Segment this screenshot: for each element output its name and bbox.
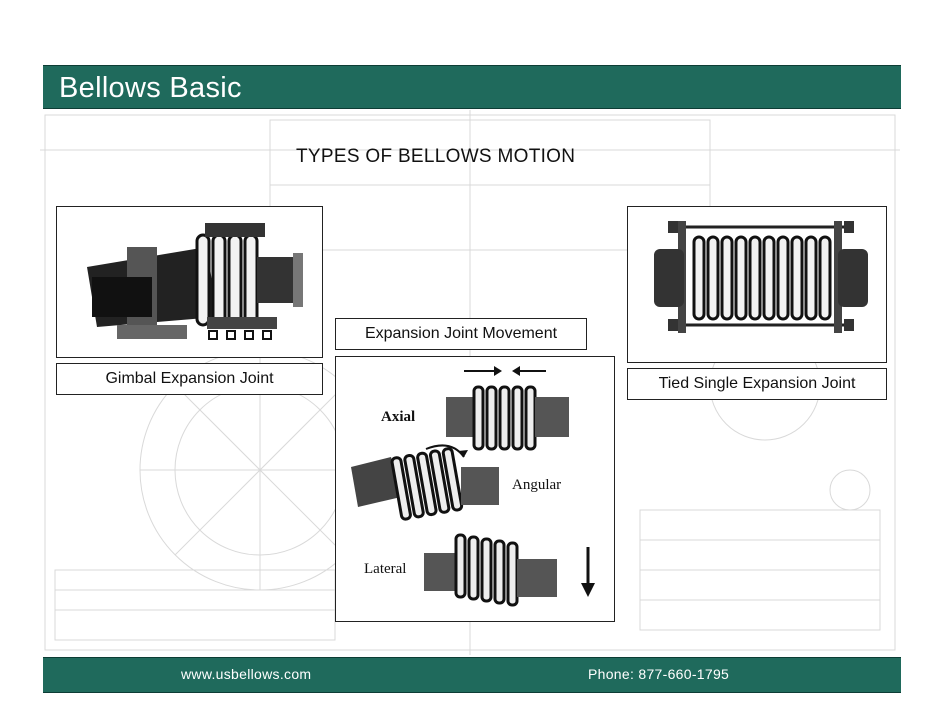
slide-heading: TYPES OF BELLOWS MOTION: [296, 146, 576, 167]
gimbal-image-panel: [56, 206, 323, 358]
footer-website: www.usbellows.com: [181, 666, 312, 682]
tied-caption: Tied Single Expansion Joint: [627, 368, 887, 400]
axial-label: Axial: [381, 409, 415, 425]
tied-image-panel: [627, 206, 887, 363]
movement-image-panel: Axial Angular: [335, 356, 615, 622]
footer-bar: www.usbellows.com Phone: 877-660-1795: [43, 657, 901, 693]
slide-title: Bellows Basic: [59, 72, 242, 104]
lateral-label: Lateral: [364, 561, 406, 577]
footer-phone: Phone: 877-660-1795: [588, 666, 730, 682]
gimbal-caption: Gimbal Expansion Joint: [56, 363, 323, 395]
tied-expansion-joint-icon: [628, 207, 886, 362]
movement-caption: Expansion Joint Movement: [335, 318, 587, 350]
gimbal-expansion-joint-icon: [57, 207, 322, 357]
title-bar: Bellows Basic: [43, 65, 901, 109]
angular-label: Angular: [512, 477, 561, 493]
bellows-movement-icon: Axial Angular: [336, 357, 614, 621]
